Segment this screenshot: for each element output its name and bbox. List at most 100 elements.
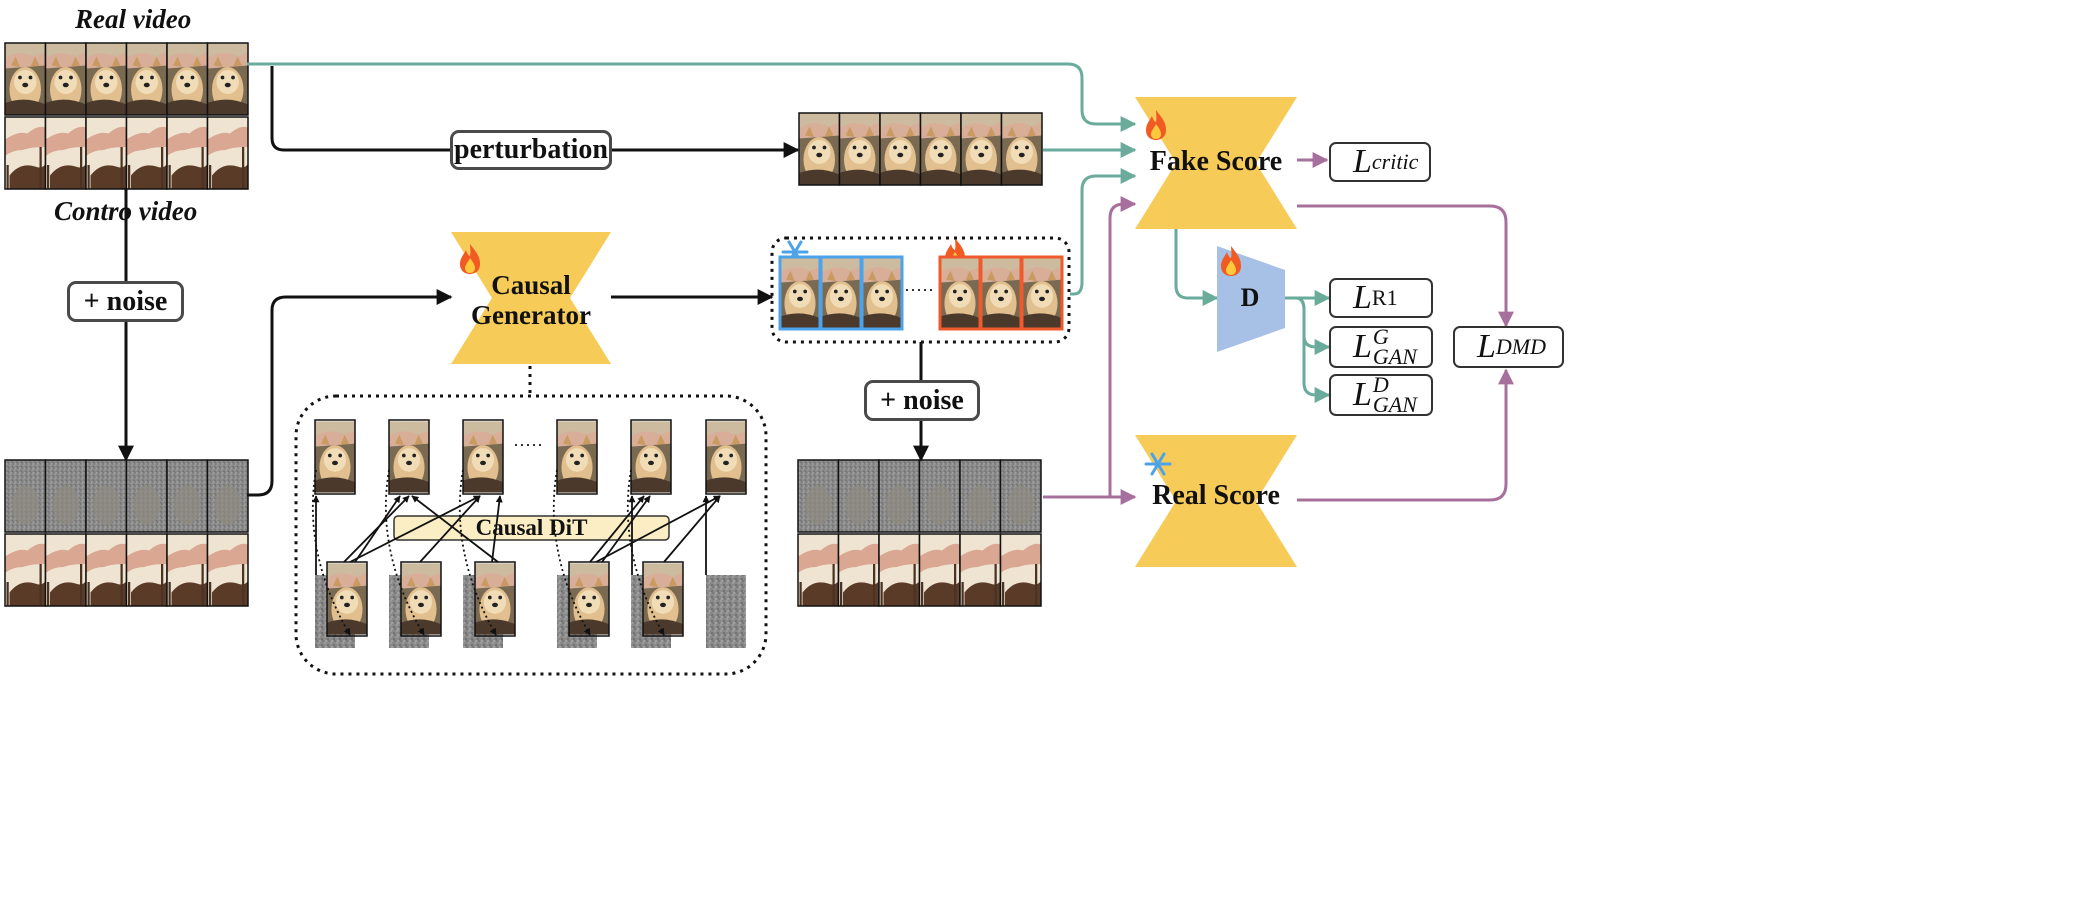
video-frame [86, 534, 127, 606]
dit-output-frame [389, 421, 429, 493]
video-frame [167, 534, 208, 606]
real-score-label: Real Score [1152, 480, 1280, 511]
video-frame [86, 460, 127, 532]
video-frame [126, 460, 167, 532]
arrow-real-to-perturbation [270, 66, 452, 152]
video-frame [920, 113, 961, 185]
noise-op-left: + noise [67, 281, 184, 322]
real-video-label: Real video [75, 4, 192, 34]
contro-video-label: Contro video [54, 196, 198, 226]
video-frame [207, 117, 248, 189]
flame-icon [1146, 110, 1166, 140]
dit-arrow [601, 495, 651, 563]
video-frame [126, 534, 167, 606]
dit-output-frame-border [556, 419, 598, 495]
dit-output-frame [631, 421, 671, 493]
video-frame [838, 460, 879, 532]
video-frame [45, 43, 86, 115]
video-frame [207, 460, 248, 532]
causal-generator-label: Causal Generator [471, 270, 591, 330]
video-frame [880, 113, 921, 185]
dit-output-frame-border [388, 419, 430, 495]
dit-output-frame [463, 421, 503, 493]
video-frame [960, 460, 1001, 532]
video-frame [126, 117, 167, 189]
dit-output-frame-border [630, 419, 672, 495]
dit-input-frame-border [568, 561, 610, 637]
arrow-d-to-gan-d [1295, 296, 1331, 403]
video-frame [798, 460, 839, 532]
arrow-d-to-gan-g [1295, 296, 1331, 355]
video-frame [5, 534, 46, 606]
arrow-noisy-gen-to-fake-score [1108, 196, 1137, 497]
video-frame [960, 534, 1001, 606]
fake-score-label: Fake Score [1149, 146, 1283, 177]
flame-icon [460, 244, 480, 274]
video-frame-border [206, 533, 249, 607]
noisy-video-strip [4, 459, 249, 607]
causal-dit-label: Causal DiT [475, 515, 588, 540]
video-frame [5, 460, 46, 532]
dit-arrow [349, 495, 481, 563]
dit-output-frame [706, 421, 746, 493]
video-frame [45, 534, 86, 606]
arrow-real-score-to-dmd [1297, 368, 1514, 502]
snowflake-icon [1144, 452, 1172, 476]
dit-arrow [595, 495, 721, 563]
video-frame [839, 113, 880, 185]
generated-frame-trainable [1022, 257, 1062, 329]
dit-output-frame-border [705, 419, 747, 495]
video-frame [879, 460, 920, 532]
video-frame [879, 534, 920, 606]
video-frame [919, 534, 960, 606]
dit-arrow [491, 495, 503, 563]
video-frame-border [1000, 112, 1043, 186]
flame-icon [1221, 246, 1241, 276]
fake-score-shape [1135, 97, 1297, 229]
dit-output-frame-border [462, 419, 504, 495]
video-frame-border [999, 459, 1042, 533]
video-frame-border [206, 116, 249, 190]
video-frame [919, 460, 960, 532]
video-frame-border [999, 533, 1042, 607]
dit-arrow [354, 495, 401, 563]
video-frame [167, 460, 208, 532]
arrow-real-to-fake-score [247, 62, 1137, 132]
video-frame-border [206, 42, 249, 116]
real-video-strip [4, 42, 249, 190]
dit-input-frame [401, 563, 441, 635]
dit-input-frame-border [474, 561, 516, 637]
generated-frame-trainable [981, 257, 1021, 329]
generated-frame-frozen-border [860, 255, 904, 331]
video-frame [1000, 460, 1041, 532]
arrow-fake-score-to-d [1174, 218, 1219, 306]
dit-input-frame [327, 563, 367, 635]
video-frame [126, 43, 167, 115]
dit-noise-frame [706, 575, 746, 648]
discriminator-label: D [1240, 283, 1260, 312]
dit-output-frame-border [314, 419, 356, 495]
video-frame [86, 43, 127, 115]
video-frame [5, 43, 46, 115]
generated-frames [778, 255, 1064, 331]
arrow-fake-score-to-dmd [1297, 204, 1514, 328]
video-frame [207, 43, 248, 115]
noise-op-right: + noise [864, 380, 980, 421]
dit-arrow [663, 495, 721, 563]
generated-frame-frozen [821, 257, 861, 329]
generator-detail-panel [294, 394, 768, 676]
arrow-generated-to-fake-score [1070, 168, 1137, 296]
generated-output-container [770, 236, 1071, 344]
perturbed-video-strip [798, 112, 1043, 186]
dit-arrow [589, 495, 645, 563]
video-frame [1000, 534, 1041, 606]
generated-frame-frozen [862, 257, 902, 329]
dit-input-frame-border [326, 561, 368, 637]
generated-frame-trainable [940, 257, 980, 329]
perturbation-op: perturbation [450, 130, 612, 170]
